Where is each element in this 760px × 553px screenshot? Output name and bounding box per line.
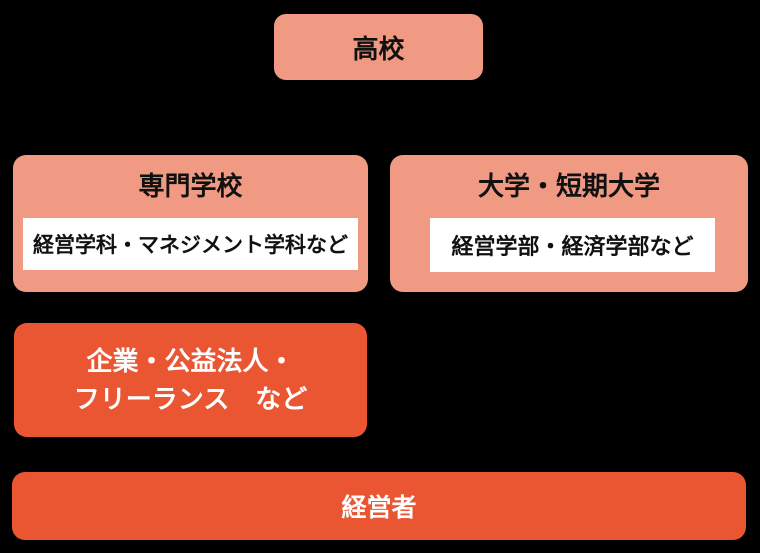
university-detail-box: 経営学部・経済学部など (430, 218, 715, 272)
manager-label: 経営者 (341, 494, 417, 522)
vocational-school-detail-box: 経営学科・マネジメント学科など (23, 218, 358, 270)
highschool-label: 高校 (352, 33, 405, 64)
university-title: 大学・短期大学 (477, 171, 660, 201)
manager-bar: 経営者 (12, 472, 746, 540)
university-box: 大学・短期大学 経営学部・経済学部など (390, 155, 748, 292)
vocational-school-box: 専門学校 経営学科・マネジメント学科など (13, 155, 368, 292)
employment-box: 企業・公益法人・ フリーランス など (14, 323, 367, 437)
vocational-school-detail-label: 経営学科・マネジメント学科など (33, 234, 348, 257)
highschool-box: 高校 (274, 14, 483, 80)
vocational-school-title: 専門学校 (138, 171, 243, 201)
university-detail-label: 経営学部・経済学部など (451, 234, 694, 259)
employment-line1: 企業・公益法人・ (86, 346, 295, 376)
employment-line2: フリーランス など (73, 384, 308, 414)
